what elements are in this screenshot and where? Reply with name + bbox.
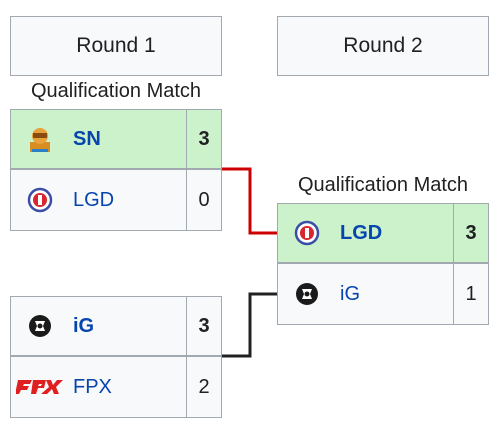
score: 1: [453, 264, 488, 324]
team-name-link[interactable]: iG: [340, 282, 360, 305]
lgd-logo-icon: [11, 170, 69, 230]
match-2-team-2-slot: FPX 2: [10, 356, 222, 418]
lgd-logo-icon: [278, 204, 336, 262]
match-1-team-1-slot: SN 3: [10, 109, 222, 169]
connector-ig-to-final: [222, 292, 277, 358]
round-1-match-label: Qualification Match: [30, 80, 202, 102]
final-team-2-slot: iG 1: [277, 263, 489, 325]
score: 3: [186, 110, 221, 168]
team-name-link[interactable]: LGD: [340, 221, 383, 244]
team-name-link[interactable]: iG: [73, 314, 95, 337]
score: 3: [453, 204, 488, 262]
team-name-link[interactable]: LGD: [73, 188, 115, 211]
fpx-logo-icon: [11, 357, 69, 417]
final-team-1-slot: LGD 3: [277, 203, 489, 263]
team-name-link[interactable]: SN: [73, 127, 101, 150]
round-2-match-label: Qualification Match: [297, 174, 469, 196]
connector-sn-to-final: [222, 167, 277, 235]
ig-logo-icon: [278, 264, 336, 324]
team-name-link[interactable]: FPX: [73, 375, 112, 398]
match-2-team-1-slot: iG 3: [10, 296, 222, 356]
sn-logo-icon: [11, 110, 69, 168]
match-1-team-2-slot: LGD 0: [10, 169, 222, 231]
round-1-header: Round 1: [10, 16, 222, 76]
ig-logo-icon: [11, 297, 69, 355]
round-2-header: Round 2: [277, 16, 489, 76]
score: 2: [186, 357, 221, 417]
score: 0: [186, 170, 221, 230]
score: 3: [186, 297, 221, 355]
